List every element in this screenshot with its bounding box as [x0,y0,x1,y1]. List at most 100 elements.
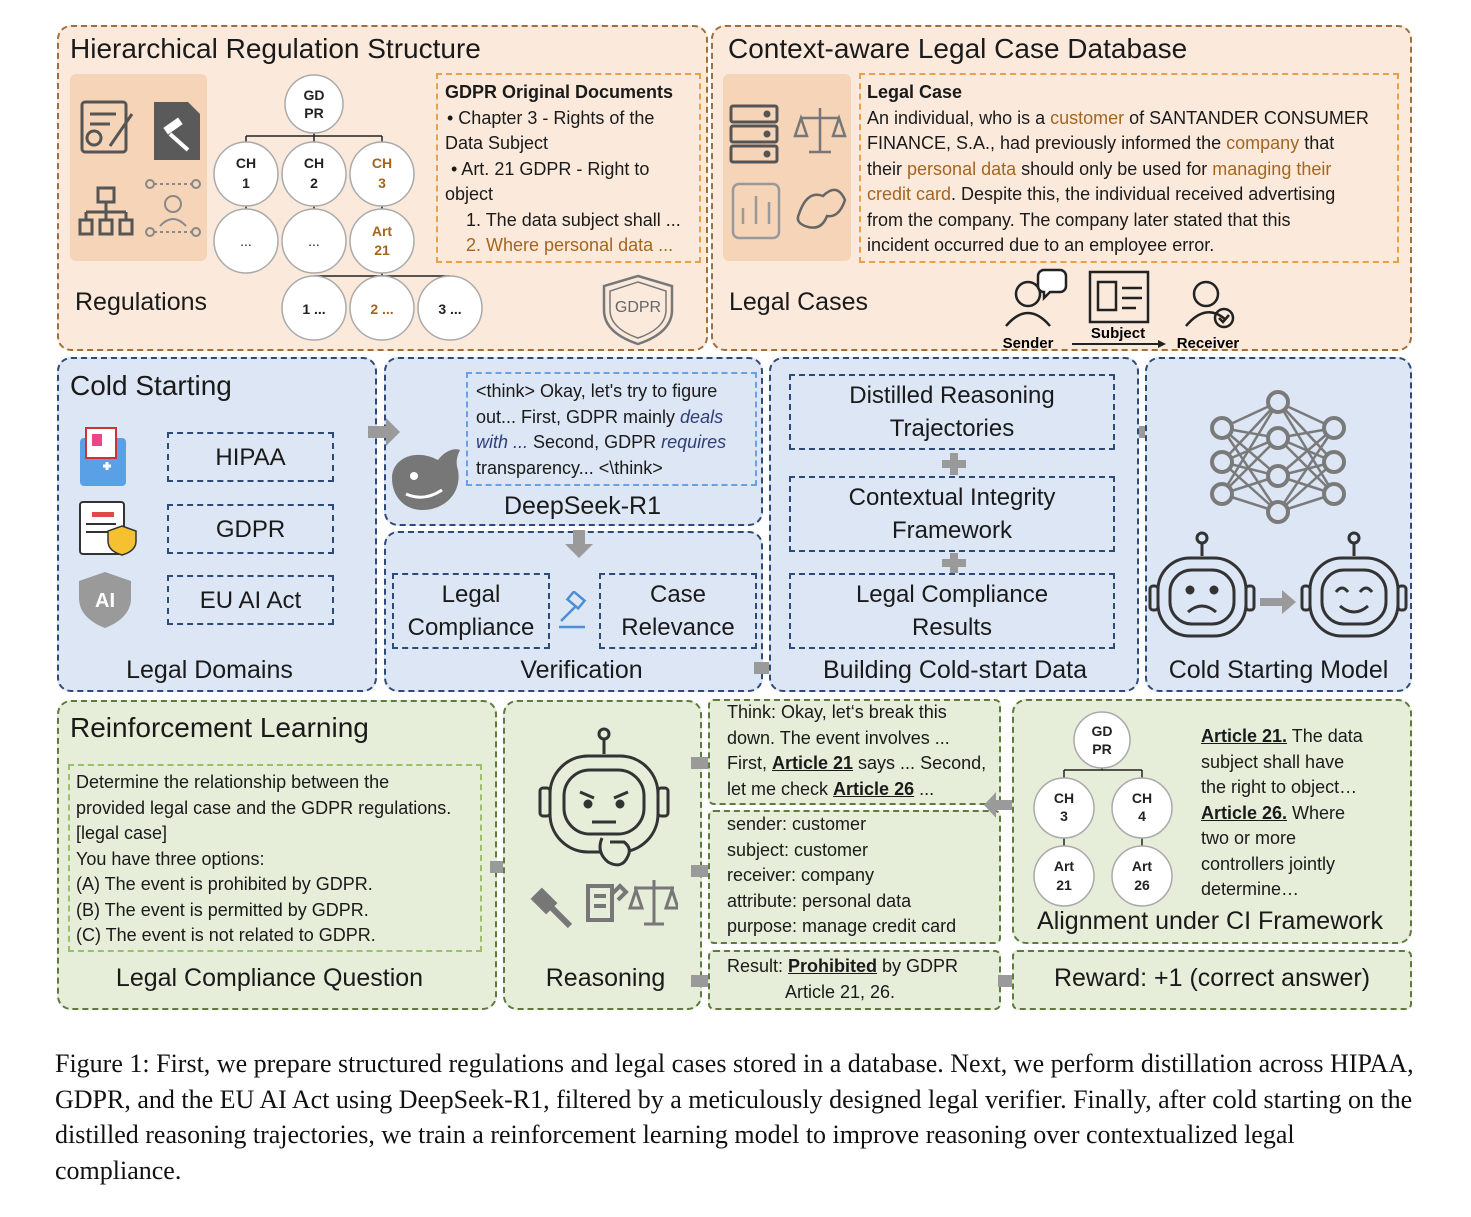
ai-shield-icon: AI [79,572,131,628]
svg-text:4: 4 [1138,808,1146,824]
ci-param: purpose: manage credit card [727,916,957,936]
question-option: (C) The event is not related to GDPR. [76,925,376,945]
domain-eu-ai-act: EU AI Act [167,575,334,625]
gdpr-shield-icon: GDPR [602,274,674,346]
handshake-icon [796,188,847,229]
receiver-icon [1185,280,1235,329]
domain-hipaa: HIPAA [167,432,334,482]
legal-case-line: from the company. The company later stat… [867,209,1291,230]
tree-root-node [284,74,344,134]
think-rl-line: let me check Article 26 ... [727,778,935,799]
scales-icon [627,880,678,926]
article-line: controllers jointly [1201,853,1336,874]
gdpr-badge-text: GDPR [615,299,661,316]
svg-text:CH: CH [372,155,392,171]
sender-icon [1005,268,1068,327]
gdpr-docs-line: • Art. 21 GDPR - Right to [451,158,650,179]
svg-text:Art: Art [372,223,393,239]
gavel-icon [559,591,587,629]
subject-card-icon [1088,270,1150,324]
legal-case-line: their personal data should only be used … [867,158,1332,179]
happy-robot-icon [1300,531,1408,638]
gavel-icon [530,887,573,929]
think-rl-line: down. The event involves ... [727,727,950,748]
deepseek-whale-icon [392,449,460,510]
rl-title: Reinforcement Learning [70,712,369,743]
svg-text:26: 26 [1134,877,1150,893]
svg-text:Art: Art [1054,858,1075,874]
gdpr-docs-box [436,73,701,263]
svg-text:21: 21 [1056,877,1072,893]
svg-text:...: ... [308,233,320,249]
medical-folder-icon [80,427,126,486]
legal-domains-label: Legal Domains [126,656,293,684]
down-arrow [565,530,593,558]
legal-case-line: FINANCE, S.A., had previously informed t… [867,133,1335,153]
reasoning-icons [530,727,678,929]
right-arrow [368,418,400,446]
question-box [68,764,482,952]
question-line: Determine the relationship between the [76,772,390,792]
plus-icon [942,453,966,475]
svg-text:1 ...: 1 ... [302,301,325,317]
deepseek-label: DeepSeek-R1 [503,492,662,520]
building-ci-framework: Contextual Integrity Framework [789,476,1115,552]
robot-sad-to-happy [1148,531,1408,638]
scales-icon [793,108,847,154]
rl-panel [57,700,497,1010]
subject-label: Subject [1091,325,1145,342]
think-rl-line: First, Article 21 says ... Second, [727,753,987,773]
gdpr-docs-line: • Chapter 3 - Rights of the [447,107,655,128]
ci-param: receiver: company [727,865,875,885]
svg-text:CH: CH [304,155,324,171]
article-26-line: Article 26. Where [1201,802,1346,823]
building-distilled-trajectories: Distilled Reasoning Trajectories [789,374,1115,450]
question-text: Determine the relationship between the p… [76,770,481,949]
building-compliance-results: Legal Compliance Results [789,573,1115,649]
legal-case-line: credit card. Despite this, the individua… [867,184,1336,204]
svg-text:CH: CH [236,155,256,171]
result-text: Result: Prohibited by GDPR Article 21, 2… [727,954,997,1005]
svg-text:3: 3 [378,175,386,191]
article-line: the right to object… [1201,777,1358,797]
svg-text:PR: PR [1092,741,1111,757]
tree-ch1-node [213,141,279,207]
ai-badge-text: AI [95,590,115,612]
legal-case-box [859,73,1399,263]
tree-ch2-node [281,141,347,207]
svg-text:3 ...: 3 ... [438,301,461,317]
think-line: <think> Okay, let's try to figure [476,381,718,401]
building-panel [769,357,1139,692]
result-line: Result: Prohibited by GDPR [727,956,959,976]
think-box [466,372,757,486]
svg-text:1: 1 [242,175,250,191]
gdpr-docs-line: 1. The data subject shall ... [466,209,681,230]
verification-case-relevance: Case Relevance [599,573,757,649]
svg-text:21: 21 [374,242,390,258]
gdpr-docs-line: Data Subject [445,133,549,153]
think-line: transparency... <\think> [476,457,663,478]
gdpr-docs-heading: GDPR Original Documents [445,82,674,102]
building-label: Building Cold-start Data [822,656,1087,684]
think-rl-text: Think: Okay, let‘s break this down. The … [727,700,1002,802]
regulations-label: Regulations [75,288,208,316]
hierarchy-icon [78,186,134,236]
ci-params-text: sender: customer subject: customer recei… [727,812,1002,940]
alignment-label: Alignment under CI Framework [1037,907,1383,935]
document-shield-icon [79,501,137,556]
domain-gdpr: GDPR [167,504,334,554]
question-line: You have three options: [76,848,265,869]
case-icons [729,104,847,240]
result-articles: Article 21, 26. [785,981,896,1002]
question-option: (B) The event is permitted by GDPR. [76,899,369,920]
article-line: subject shall have [1201,751,1345,772]
ci-param: sender: customer [727,814,867,834]
reward-panel [1012,950,1412,1010]
thinking-robot-icon [538,727,670,867]
articles-text: Article 21. The data subject shall have … [1201,724,1406,903]
ci-param: subject: customer [727,839,869,860]
gdpr-docs-line: object [445,184,494,204]
cold-model-label: Cold Starting Model [1168,656,1389,684]
question-label: Legal Compliance Question [115,964,424,992]
